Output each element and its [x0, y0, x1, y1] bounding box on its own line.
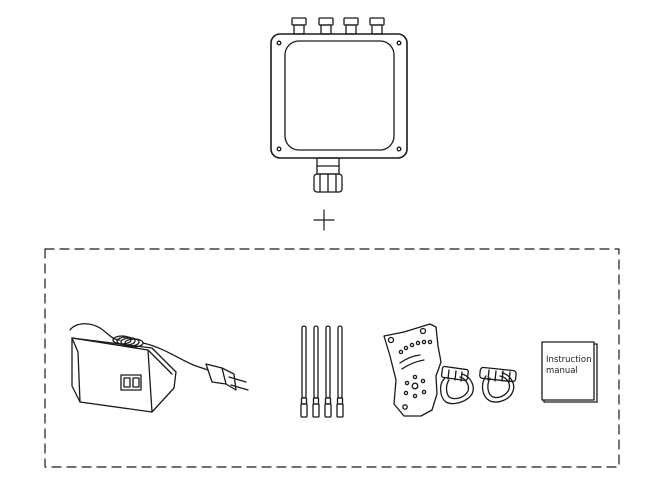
- device-icon: [270, 17, 408, 193]
- manual-icon: [541, 341, 598, 403]
- hose-clamp-right: [479, 366, 517, 403]
- hose-clamp-icon: [439, 365, 517, 405]
- accessory-box: [44, 248, 620, 468]
- bottom-connector: [313, 157, 343, 193]
- antenna-1: [300, 325, 308, 418]
- top-connectors: [291, 17, 385, 35]
- manual-label-line2: manual: [546, 366, 578, 376]
- plus-icon: [313, 209, 335, 231]
- hose-clamp-left: [439, 365, 474, 405]
- manual-cover-text: Instruction manual: [546, 355, 596, 377]
- antenna-2: [312, 325, 320, 418]
- power-adapter-icon: [69, 323, 249, 413]
- antenna-4: [336, 325, 344, 418]
- antenna-3: [324, 325, 332, 418]
- antennas-icon: [300, 325, 344, 418]
- manual-label-line1: Instruction: [546, 355, 592, 365]
- mounting-bracket-icon: [383, 323, 442, 417]
